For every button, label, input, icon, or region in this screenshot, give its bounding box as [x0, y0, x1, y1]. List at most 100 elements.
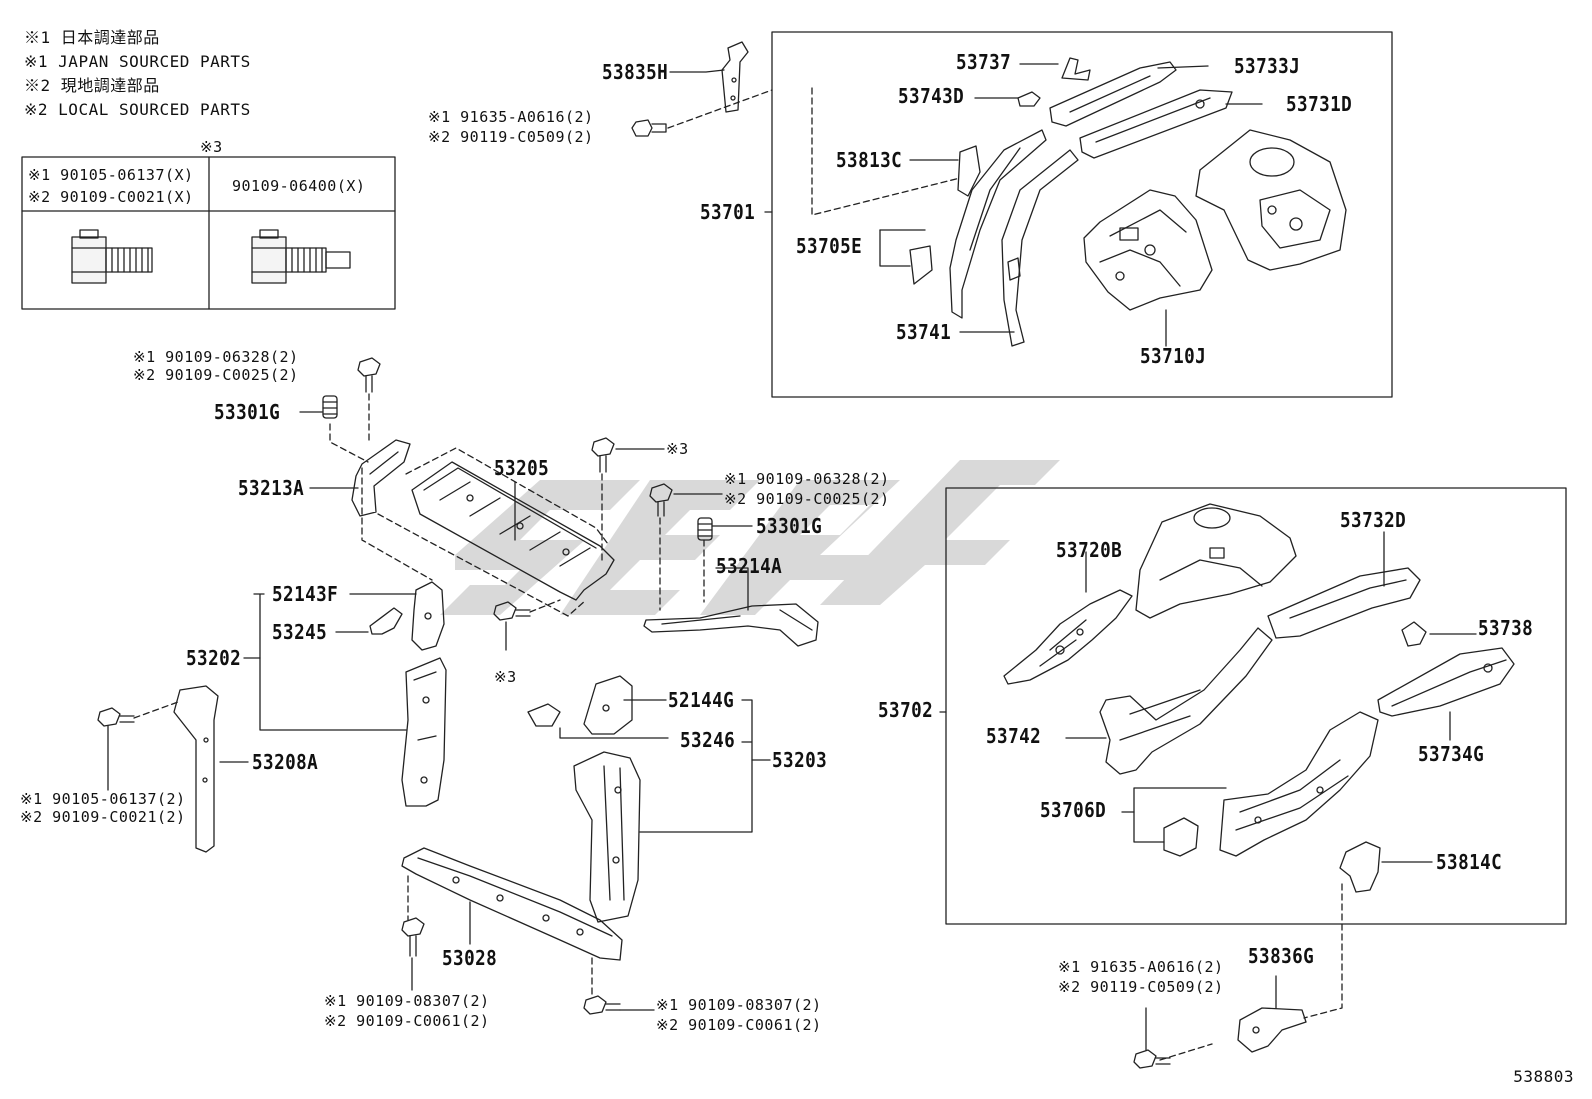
label-52143F: 52143F [272, 582, 339, 606]
label-53028: 53028 [442, 946, 498, 970]
part-53741-apron-rear [1001, 149, 1079, 347]
label-53706D: 53706D [1040, 798, 1107, 822]
label-53733J: 53733J [1234, 54, 1301, 78]
part-bolt-53028-left [401, 917, 425, 957]
label-53301G-a: 53301G [214, 400, 281, 424]
bolt-table-col2-line1: 90109-06400(X) [232, 177, 366, 195]
part-53246-clip [527, 703, 561, 727]
label-53813C: 53813C [836, 148, 903, 172]
label-53701: 53701 [700, 200, 756, 224]
group-box-53701 [771, 31, 1393, 398]
label-bolt-91635-a: ※1 91635-A0616(2) [428, 108, 594, 126]
label-bolt-06328-b1: ※1 90109-06328(2) [724, 470, 890, 488]
part-53742-apron-rear [1099, 627, 1273, 775]
label-bolt-c0025-a2: ※2 90109-C0025(2) [133, 366, 299, 384]
part-53028-lower-member [401, 847, 623, 961]
label-mark3-a: ※3 [666, 440, 689, 458]
label-52144G: 52144G [668, 688, 735, 712]
label-53720B: 53720B [1056, 538, 1123, 562]
label-53743D: 53743D [898, 84, 965, 108]
bolt-table-header: ※3 [200, 138, 223, 156]
note-local-jp: ※2 現地調達部品 [24, 76, 160, 95]
diagram-reference-number: 538803 [1513, 1067, 1574, 1086]
part-53705E-apron-front [909, 129, 1047, 319]
note-japan-jp: ※1 日本調達部品 [24, 28, 160, 47]
label-bolt-90119-a: ※2 90119-C0509(2) [428, 128, 594, 146]
part-53731D-apron-panel [1195, 129, 1347, 271]
part-53720B-apron-front [1003, 589, 1133, 685]
part-53710J-wheel-housing [1083, 189, 1213, 311]
part-53737-clip [1061, 57, 1091, 81]
label-53741: 53741 [896, 320, 952, 344]
bolt-table-col1-line1: ※1 90105-06137(X) [28, 166, 194, 184]
label-53836G: 53836G [1248, 944, 1315, 968]
label-bolt-06137-1: ※1 90105-06137(2) [20, 790, 186, 808]
label-bolt-c0061-a2: ※2 90109-C0061(2) [324, 1012, 490, 1030]
label-bolt-06328-a1: ※1 90109-06328(2) [133, 348, 299, 366]
part-53733J-upper-rail [1049, 61, 1177, 127]
label-bolt-c0025-b2: ※2 90109-C0025(2) [724, 490, 890, 508]
label-bolt-08307-b1: ※1 90109-08307(2) [656, 996, 822, 1014]
part-bolt-53836G [1133, 1049, 1171, 1069]
hex-bolt-with-pilot-icon [251, 229, 351, 284]
label-bolt-08307-a1: ※1 90109-08307(2) [324, 992, 490, 1010]
part-53213A-bracket [351, 439, 411, 517]
part-53202-side-member [401, 657, 447, 807]
part-53835H-bracket [721, 41, 749, 113]
note-local-en: ※2 LOCAL SOURCED PARTS [24, 100, 251, 119]
label-53203: 53203 [772, 748, 828, 772]
part-bolt-53835H [631, 119, 667, 137]
part-53706D-bracket [1163, 817, 1199, 857]
label-bolt-90119-b: ※2 90119-C0509(2) [1058, 978, 1224, 996]
part-53301G-collar-b [697, 517, 713, 541]
part-53814C-bracket [1339, 841, 1381, 893]
part-bolt-53208A [97, 707, 135, 727]
part-53214A-bracket [643, 603, 819, 647]
label-53738: 53738 [1478, 616, 1534, 640]
label-53835H: 53835H [602, 60, 669, 84]
part-bolt-53028-right [583, 995, 621, 1015]
bolt-table-frame [21, 156, 396, 310]
label-53214A: 53214A [716, 554, 783, 578]
hex-bolt-icon [71, 229, 153, 284]
label-53732D: 53732D [1340, 508, 1407, 532]
part-bolt-53205-top [591, 437, 615, 473]
label-bolt-91635-b: ※1 91635-A0616(2) [1058, 958, 1224, 976]
part-bolt-right-stack [649, 483, 673, 517]
label-53814C: 53814C [1436, 850, 1503, 874]
label-53737: 53737 [956, 50, 1012, 74]
label-53705E: 53705E [796, 234, 863, 258]
label-bolt-c0021-2: ※2 90109-C0021(2) [20, 808, 186, 826]
label-53731D: 53731D [1286, 92, 1353, 116]
group-box-53702 [945, 487, 1567, 925]
part-53301G-collar-a [322, 395, 338, 419]
part-bolt-upper-left [357, 357, 381, 393]
bolt-table-col1-line2: ※2 90109-C0021(X) [28, 188, 194, 206]
label-53301G-b: 53301G [756, 514, 823, 538]
label-53205: 53205 [494, 456, 550, 480]
label-53702: 53702 [878, 698, 934, 722]
label-53202: 53202 [186, 646, 242, 670]
part-53813C-bracket [957, 145, 981, 197]
part-53720B-panel [1135, 503, 1297, 619]
part-53738-clip [1401, 621, 1427, 647]
label-bolt-c0061-b2: ※2 90109-C0061(2) [656, 1016, 822, 1034]
label-53246: 53246 [680, 728, 736, 752]
part-53208A-brace [173, 685, 219, 853]
part-53245-clip [369, 607, 403, 635]
note-japan-en: ※1 JAPAN SOURCED PARTS [24, 52, 251, 71]
part-53732D-rail [1267, 567, 1421, 639]
label-53213A: 53213A [238, 476, 305, 500]
label-53734G: 53734G [1418, 742, 1485, 766]
label-mark3-b: ※3 [494, 668, 517, 686]
label-53245: 53245 [272, 620, 328, 644]
label-53742: 53742 [986, 724, 1042, 748]
part-53734G-rail [1377, 647, 1515, 717]
part-53203-side-member [573, 751, 641, 923]
label-53208A: 53208A [252, 750, 319, 774]
label-53710J: 53710J [1140, 344, 1207, 368]
part-53731D-rail [1079, 89, 1233, 159]
part-52144G-bracket [583, 675, 633, 735]
